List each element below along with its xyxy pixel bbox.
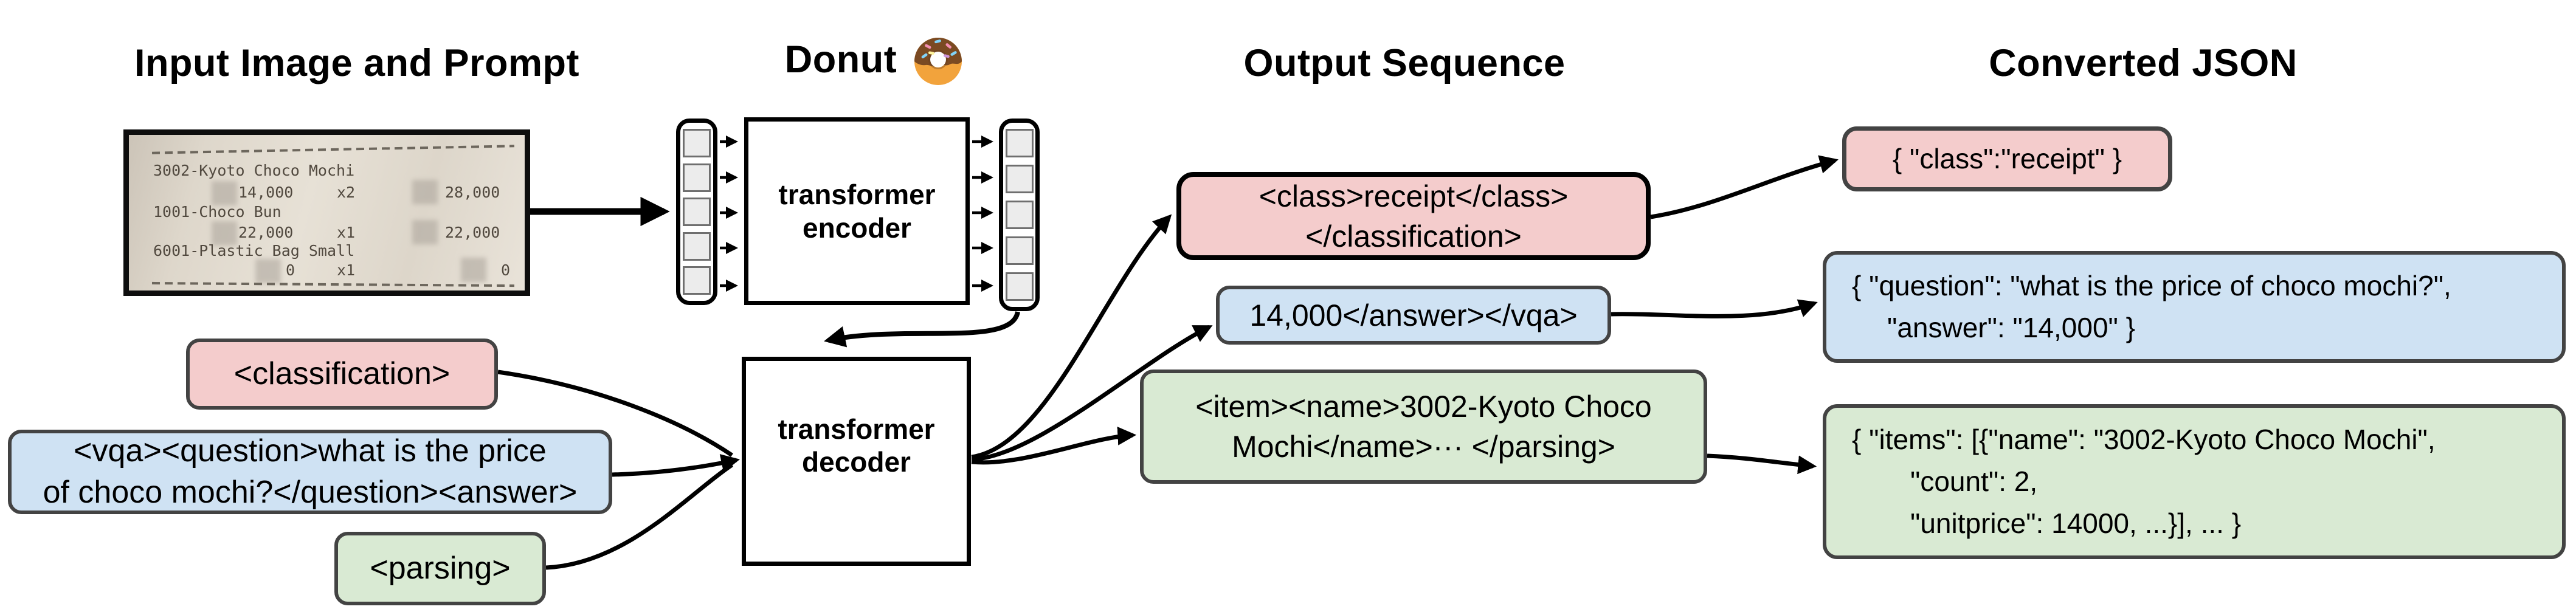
receipt-item-name: 1001-Choco Bun: [153, 203, 281, 221]
token-square: [683, 266, 711, 295]
arrow-decoder-to-parsing: [971, 426, 1137, 465]
receipt-price-row: 0 x1 0: [129, 261, 536, 280]
json-vqa-line2: "answer": "14,000" }: [1887, 312, 2136, 343]
header-donut: Donut: [717, 32, 1034, 88]
token-square: [1005, 165, 1034, 193]
token-square: [683, 163, 711, 192]
output-classification: <class>receipt</class> </classification>: [1176, 172, 1651, 260]
token-square: [1005, 201, 1034, 229]
receipt-blur-patch: [461, 258, 486, 282]
receipt-blur-patch: [412, 180, 438, 204]
header-output-sequence: Output Sequence: [1243, 42, 1566, 84]
transformer-decoder-block: transformer decoder: [742, 357, 971, 566]
token-square: [1005, 272, 1034, 301]
header-input-image-and-prompt: Input Image and Prompt: [134, 42, 580, 84]
receipt-quantity: x2: [337, 184, 356, 201]
token-square: [683, 198, 711, 226]
token-square: [1005, 129, 1034, 157]
token-square: [683, 232, 711, 261]
output-parsing-line1: <item><name>3002-Kyoto Choco: [1195, 390, 1652, 424]
arrow-decoder-to-classification: [971, 214, 1172, 459]
receipt-unit-price: 22,000: [238, 224, 294, 241]
encoder-output-tokens: [999, 119, 1040, 311]
prompt-vqa: <vqa><question>what is the price of choc…: [8, 430, 612, 514]
receipt-image: 3002-Kyoto Choco Mochi 14,000 x2 28,000 …: [123, 129, 530, 296]
arrow-encoder-to-decoder: [824, 311, 1020, 348]
receipt-dashed-line-top: [152, 145, 514, 154]
receipt-total: 28,000: [445, 184, 500, 201]
token-square: [683, 129, 711, 157]
receipt-item-name: 6001-Plastic Bag Small: [153, 242, 355, 260]
token-square: [1005, 236, 1034, 265]
receipt-total: 0: [501, 261, 511, 279]
output-vqa: 14,000</answer></vqa>: [1216, 286, 1611, 345]
prompt-classification: <classification>: [186, 339, 498, 410]
arrow-vqa-prompt: [612, 454, 741, 477]
receipt-unit-price: 0: [286, 261, 295, 279]
receipt-blur-patch: [412, 220, 438, 244]
json-parsing-line3: "unitprice": 14000, ...}], ... }: [1910, 507, 2242, 539]
header-converted-json: Converted JSON: [1989, 42, 2298, 84]
receipt-quantity: x1: [337, 224, 356, 241]
donut-icon: [914, 38, 962, 85]
encoder-input-tokens: [676, 119, 717, 305]
arrows-tokens-to-encoder: [720, 135, 739, 292]
json-vqa: { "question": "what is the price of choc…: [1823, 251, 2566, 363]
arrow-parsing-prompt: [545, 463, 733, 570]
transformer-encoder-block: transformer encoder: [744, 117, 970, 305]
json-classification: { "class":"receipt" }: [1842, 126, 2172, 191]
receipt-item-name: 3002-Kyoto Choco Mochi: [153, 162, 355, 179]
receipt-price-row: 14,000 x2 28,000: [129, 184, 536, 202]
arrow-decoder-to-vqa: [971, 325, 1213, 462]
arrow-parsing-to-json: [1707, 453, 1817, 475]
receipt-unit-price: 14,000: [238, 184, 294, 201]
output-parsing: <item><name>3002-Kyoto Choco Mochi</name…: [1140, 370, 1707, 484]
json-parsing-line2: "count": 2,: [1910, 466, 2038, 497]
arrow-classification-prompt: [497, 370, 733, 457]
donut-sprinkles: [921, 40, 957, 59]
arrows-encoder-to-tokens: [972, 135, 994, 292]
prompt-vqa-line2: of choco mochi?</question><answer>: [43, 474, 578, 510]
output-parsing-line2: Mochi</name>··· </parsing>: [1232, 430, 1615, 464]
output-classification-line1: <class>receipt</class>: [1259, 179, 1569, 213]
arrow-classification-to-json: [1650, 155, 1839, 219]
arrow-vqa-to-json: [1611, 299, 1818, 318]
receipt-dashed-line-bottom: [151, 281, 515, 287]
receipt-total: 22,000: [445, 224, 500, 241]
receipt-blur-patch: [212, 181, 237, 205]
output-classification-line2: </classification>: [1305, 219, 1522, 253]
receipt-quantity: x1: [337, 261, 356, 279]
prompt-vqa-line1: <vqa><question>what is the price: [74, 433, 547, 469]
json-parsing-line1: { "items": [{"name": "3002-Kyoto Choco M…: [1852, 424, 2436, 455]
receipt-blur-patch: [255, 259, 281, 283]
receipt-price-row: 22,000 x1 22,000: [129, 224, 536, 242]
receipt-blur-patch: [212, 221, 237, 246]
prompt-parsing: <parsing>: [334, 532, 546, 605]
donut-title: Donut: [784, 38, 897, 81]
json-vqa-line1: { "question": "what is the price of choc…: [1852, 270, 2451, 301]
json-parsing: { "items": [{"name": "3002-Kyoto Choco M…: [1823, 404, 2566, 559]
